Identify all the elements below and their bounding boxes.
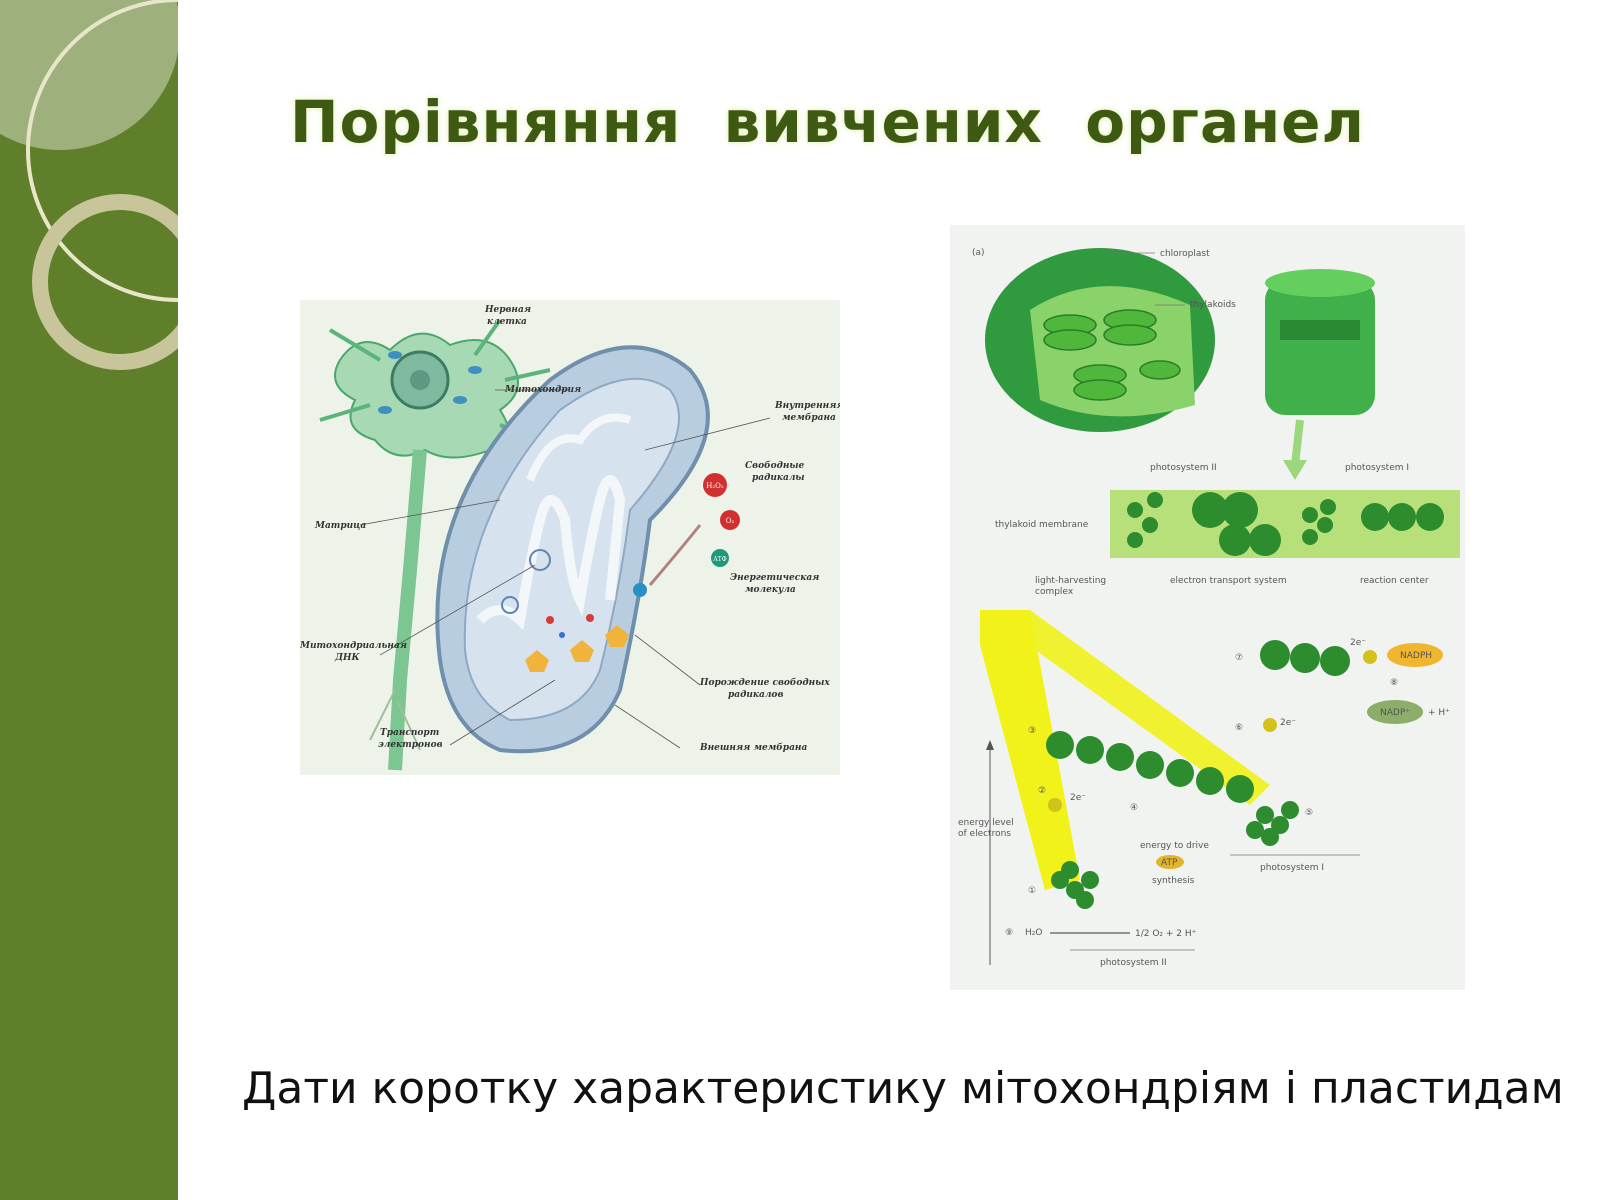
label-free-radicals-2: радикалы <box>752 473 805 483</box>
step-1: ① <box>1028 886 1036 896</box>
o2-bubble <box>720 510 740 530</box>
step-2: ② <box>1038 786 1046 796</box>
electron-dot-3 <box>1363 650 1377 664</box>
electron-dot-2 <box>1263 718 1277 732</box>
step-7: ⑦ <box>1235 653 1243 663</box>
top-leaders <box>1105 252 1185 306</box>
electron-dot-1 <box>1048 798 1062 812</box>
chloroplast-diagram: (a) chloroplast <box>950 225 1465 990</box>
sidebar-decoration <box>0 0 178 1200</box>
label-h2o: H₂O <box>1025 928 1042 938</box>
label-electron-transport-1: Транспорт <box>380 728 439 738</box>
o2-label: O₂ <box>726 517 735 525</box>
label-mitochondrion: Митохондрия <box>504 385 581 395</box>
label-atp: ATP <box>1161 858 1178 868</box>
label-nerve-cell-2: клетка <box>487 317 527 327</box>
atp-oval <box>1156 855 1184 869</box>
label-chloroplast: chloroplast <box>1160 249 1210 259</box>
label-oxygen-eq: 1/2 O₂ + 2 H⁺ <box>1135 929 1197 939</box>
label-two-e-2: 2e⁻ <box>1280 718 1296 728</box>
step-9: ⑨ <box>1005 928 1013 938</box>
slide-title: Порівняння вивчених органел <box>290 88 1365 156</box>
label-energy-level-1: energy level <box>958 818 1014 828</box>
mitochondrion-diagram: H₂O₂ O₂ АТФ Нервная клетка Митохондрия В… <box>299 300 844 775</box>
label-electron-transport-2: электронов <box>378 740 443 750</box>
sidebar-circles <box>0 0 178 370</box>
electron-chain <box>1046 640 1350 909</box>
step-3: ③ <box>1028 726 1036 736</box>
nadph-oval <box>1387 643 1443 667</box>
label-radical-generation-2: радикалов <box>728 690 783 700</box>
atp-bubble <box>711 549 729 567</box>
sidebar-ring-small <box>32 194 178 370</box>
nerve-cell-illustration <box>319 318 551 771</box>
step-5: ⑤ <box>1305 808 1313 818</box>
leader-lines <box>359 389 771 749</box>
label-outer-membrane: Внешняя мембрана <box>699 742 807 753</box>
step-6: ⑥ <box>1235 723 1243 733</box>
step-8: ⑧ <box>1390 678 1398 688</box>
chloroplast-illustration <box>985 248 1215 432</box>
free-radicals: H₂O₂ O₂ АТФ <box>648 473 740 586</box>
label-nadp: NADP⁺ <box>1380 708 1410 718</box>
label-inner-membrane-2: мембрана <box>782 412 836 423</box>
sidebar-disc <box>0 0 178 150</box>
label-nadph: NADPH <box>1400 651 1432 661</box>
label-nerve-cell-1: Нервная <box>484 305 531 315</box>
label-thylakoids: thylakoids <box>1190 300 1236 310</box>
h2o2-bubble <box>703 473 727 497</box>
label-energy-level-2: of electrons <box>958 829 1011 839</box>
label-energy-to-drive: energy to drive <box>1140 841 1209 851</box>
label-inner-membrane-1: Внутренняя <box>774 401 840 411</box>
label-photosystem-i: photosystem I <box>1345 463 1409 473</box>
slide-caption: Дати коротку характеристику мітохондріям… <box>242 1063 1564 1114</box>
label-electron-transport-system: electron transport system <box>1170 576 1287 586</box>
nadp-oval <box>1367 700 1423 724</box>
label-energy-molecule-2: молекула <box>745 585 796 595</box>
label-free-radicals-1: Свободные <box>745 460 805 471</box>
h2o2-label: H₂O₂ <box>706 482 724 490</box>
light-ray-1 <box>980 610 1080 890</box>
label-light-harvesting-2: complex <box>1035 587 1074 597</box>
label-photosystem-ii-lower: photosystem II <box>1100 958 1167 968</box>
label-matrix: Матрица <box>314 521 366 531</box>
light-ray-2 <box>980 610 1270 805</box>
membrane-complexes <box>1127 492 1444 556</box>
mitochondrion-illustration <box>435 345 710 754</box>
label-photosystem-i-lower: photosystem I <box>1260 863 1324 873</box>
label-light-harvesting-1: light-harvesting <box>1035 576 1106 586</box>
label-plus-h: + H⁺ <box>1428 708 1450 718</box>
atp-label: АТФ <box>713 556 727 563</box>
label-synthesis: synthesis <box>1152 876 1195 886</box>
label-mito-dna-2: ДНК <box>334 653 361 663</box>
label-radical-generation-1: Порождение свободных <box>699 677 830 688</box>
label-mito-dna-1: Митохондриальная <box>300 641 407 651</box>
label-panel: (a) <box>972 248 985 258</box>
label-photosystem-ii: photosystem II <box>1150 463 1217 473</box>
label-energy-molecule-1: Энергетическая <box>730 573 819 583</box>
label-two-e-3: 2e⁻ <box>1070 793 1086 803</box>
sidebar-ring-large <box>26 0 178 302</box>
energy-axis-arrow <box>986 740 994 750</box>
label-thylakoid-membrane: thylakoid membrane <box>995 520 1089 530</box>
label-reaction-center: reaction center <box>1360 576 1429 586</box>
label-two-e-1: 2e⁻ <box>1350 638 1366 648</box>
thylakoid-stack <box>1265 269 1375 480</box>
step-4: ④ <box>1130 803 1138 813</box>
